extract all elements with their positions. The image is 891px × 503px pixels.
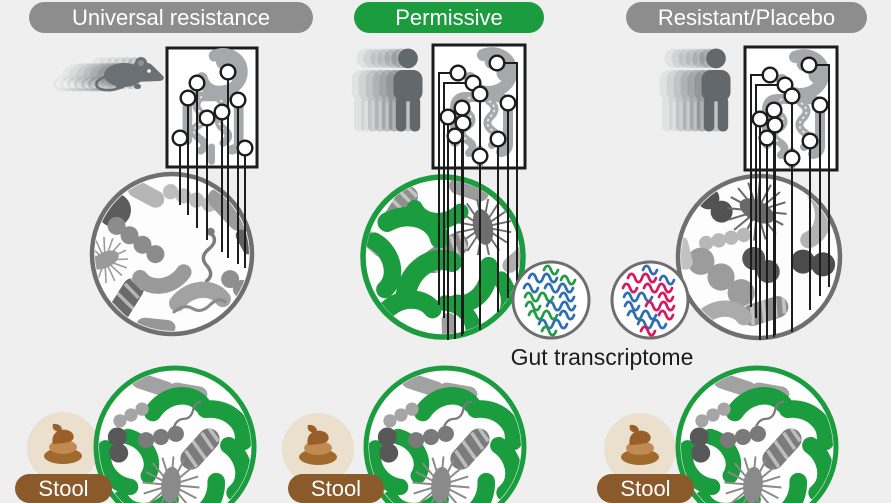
gut-transcriptome-label: Gut transcriptome xyxy=(510,344,694,370)
condition-badge-permissive: Permissive xyxy=(354,2,544,33)
stool-sample-resistant xyxy=(604,413,676,485)
human-cohort-icon-resistant xyxy=(659,48,731,132)
stool-sample-universal xyxy=(27,412,99,484)
microbiome-circle-universal xyxy=(89,171,255,337)
mouse-icon xyxy=(53,55,166,92)
stool-microbiome-circle-universal xyxy=(96,368,254,503)
stool-sample-permissive xyxy=(282,413,354,485)
human-cohort-icon-permissive xyxy=(351,48,423,132)
transcriptome-circle-blue-green xyxy=(511,260,591,340)
condition-badge-resistant-placebo: Resistant/Placebo xyxy=(626,2,867,33)
sampling-lines-universal xyxy=(179,79,246,268)
stool-label-universal: Stool xyxy=(15,474,112,503)
transcriptome-circle-blue-red xyxy=(610,260,690,340)
condition-badge-universal-resistance: Universal resistance xyxy=(29,2,313,33)
stool-label-resistant: Stool xyxy=(597,474,694,503)
stool-microbiome-circle-permissive xyxy=(366,368,524,503)
stool-label-permissive: Stool xyxy=(288,474,384,503)
stool-microbiome-circle-resistant xyxy=(678,368,836,503)
